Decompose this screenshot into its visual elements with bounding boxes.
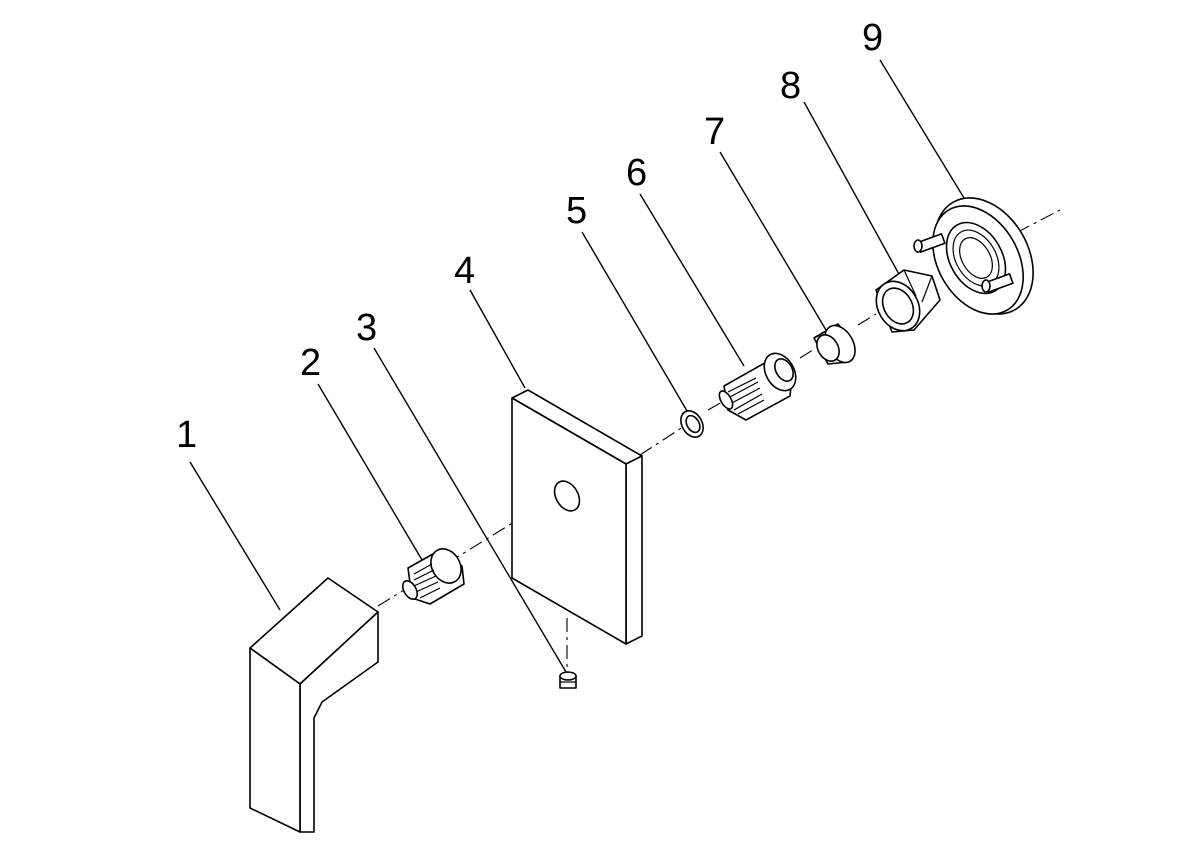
leader-4 [469,289,526,389]
part-2-spline-adapter [401,548,465,605]
part-5-washer [680,410,704,438]
callout-6: 6 [626,152,647,194]
callout-labels: 1 2 3 4 5 6 7 8 9 [176,17,883,456]
leader-7 [719,151,827,331]
part-9-flange [913,197,1034,315]
callout-8: 8 [780,65,801,107]
callout-5: 5 [566,190,587,232]
leader-lines [189,59,965,673]
callout-2: 2 [300,342,321,384]
callout-1: 1 [176,414,197,456]
callout-4: 4 [454,250,475,292]
leader-2 [317,383,423,561]
callout-3: 3 [356,307,377,349]
flange-stud-lower [981,273,1014,293]
leader-8 [803,101,901,277]
callout-9: 9 [862,17,883,59]
part-7-bushing [813,323,856,365]
part-3-grub-screw [559,671,577,689]
part-6-cartridge [718,352,797,421]
leader-3 [373,347,567,673]
leader-5 [581,231,691,417]
flange-stud-upper [913,233,946,253]
part-4-cover-plate [511,389,643,645]
part-1-handle [249,577,379,833]
leader-1 [189,461,281,611]
part-8-hex-nut [875,269,941,333]
leader-9 [879,59,965,199]
leader-6 [639,193,745,367]
callout-7: 7 [704,111,725,153]
